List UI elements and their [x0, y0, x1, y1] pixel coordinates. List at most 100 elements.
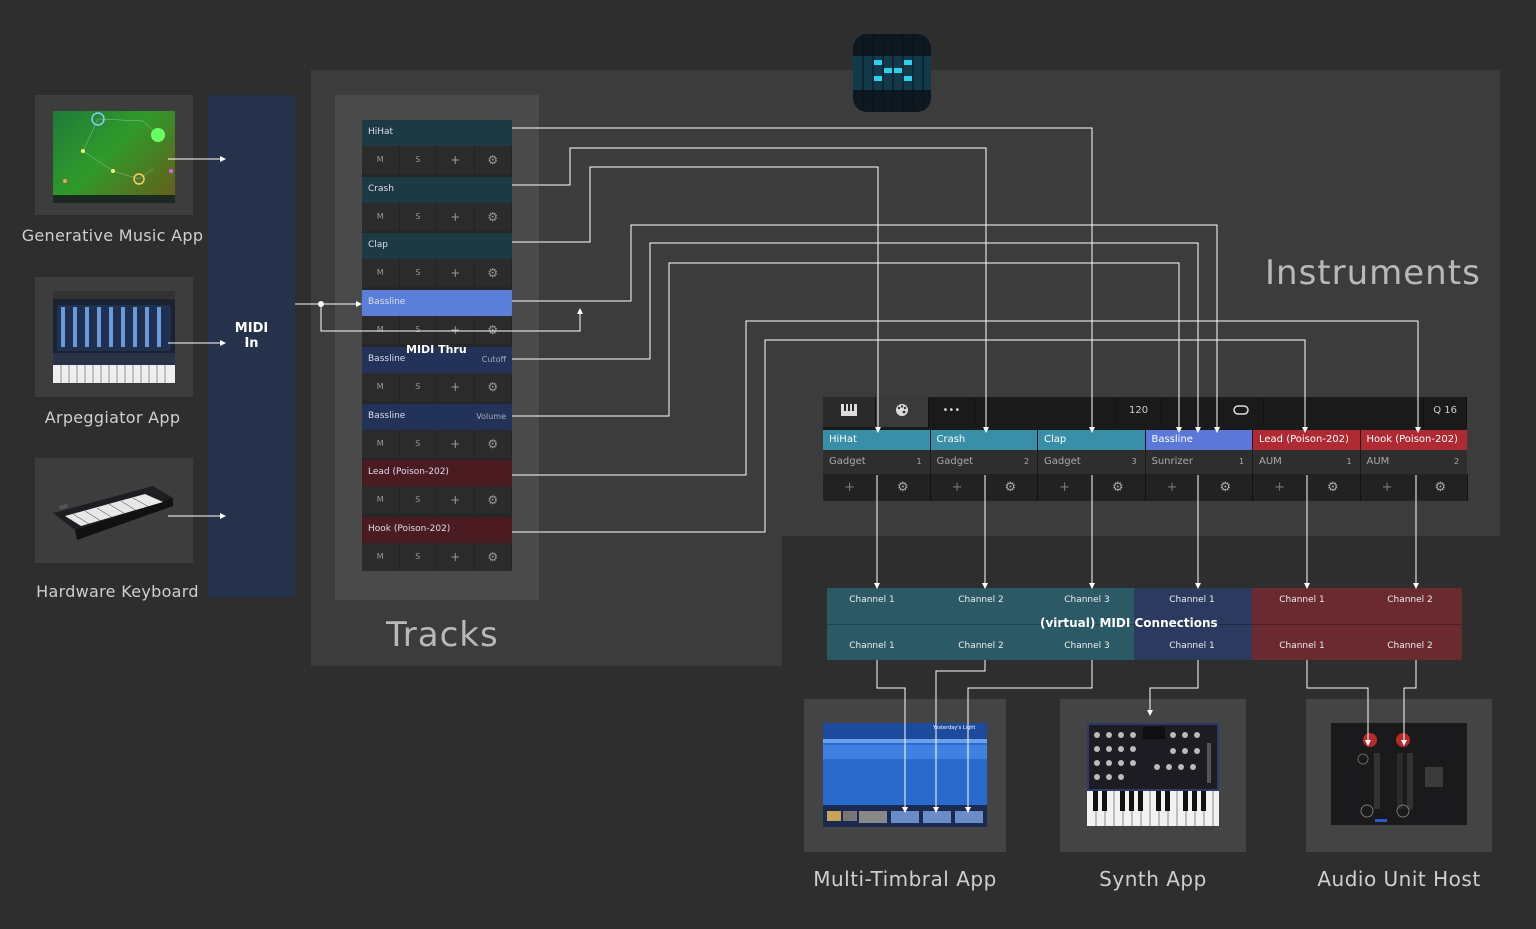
mute-button[interactable]: M	[362, 259, 400, 288]
audio-unit-host-screenshot	[1331, 723, 1467, 825]
settings-icon[interactable]: ⚙	[475, 429, 512, 458]
channel-source-label: Channel 1	[849, 595, 895, 605]
add-button[interactable]: +	[437, 372, 475, 401]
channel-dest-label: Channel 1	[849, 641, 895, 651]
instrument-header[interactable]: Bassline	[1145, 430, 1252, 450]
instrument-channel-number: 1	[1346, 457, 1352, 466]
quantize-button[interactable]: Q 16	[1424, 397, 1467, 427]
generative-app-box	[35, 95, 193, 215]
solo-button[interactable]: S	[400, 259, 437, 288]
multitimbral-app-label: Multi-Timbral App	[813, 867, 997, 891]
mute-button[interactable]: M	[362, 372, 400, 401]
instrument-channel-number: 2	[1024, 457, 1030, 466]
settings-icon[interactable]: ⚙	[475, 486, 512, 515]
settings-icon[interactable]: ⚙	[897, 480, 909, 495]
track-row[interactable]: HiHat	[362, 120, 512, 146]
solo-button[interactable]: S	[400, 372, 437, 401]
track-name: Bassline	[368, 353, 406, 364]
settings-icon[interactable]: ⚙	[475, 146, 512, 174]
add-button[interactable]: +	[437, 486, 475, 515]
mute-button[interactable]: M	[362, 146, 400, 174]
solo-button[interactable]: S	[400, 202, 437, 231]
mute-button[interactable]: M	[362, 542, 400, 571]
settings-icon[interactable]: ⚙	[1219, 480, 1232, 495]
instrument-controls: +⚙	[1145, 474, 1253, 501]
more-button[interactable]: •••	[929, 397, 976, 427]
empty-tool-button[interactable]	[1162, 397, 1220, 427]
settings-icon[interactable]: ⚙	[1434, 480, 1447, 495]
solo-button[interactable]: S	[400, 146, 437, 174]
add-button[interactable]: +	[437, 146, 475, 174]
settings-icon[interactable]: ⚙	[1004, 480, 1017, 495]
hardware-keyboard-icon	[53, 486, 173, 540]
settings-icon[interactable]: ⚙	[475, 542, 512, 571]
track-row[interactable]: Hook (Poison-202)	[362, 516, 512, 543]
mute-button[interactable]: M	[362, 486, 400, 515]
instruments-toolbar: ••• 120 Q 16	[823, 397, 1467, 427]
mute-button[interactable]: M	[362, 429, 400, 458]
add-button[interactable]: +	[1274, 480, 1286, 495]
solo-button[interactable]: S	[400, 542, 437, 571]
track-row[interactable]: Clap	[362, 233, 512, 260]
arpeggiator-app-screenshot	[53, 291, 175, 383]
track-name: Hook (Poison-202)	[368, 523, 451, 534]
channel-dest-label: Channel 3	[1064, 641, 1110, 651]
add-button[interactable]: +	[1381, 480, 1393, 495]
midi-thru-label: MIDI Thru	[406, 343, 467, 356]
settings-icon[interactable]: ⚙	[475, 372, 512, 401]
instrument-header[interactable]: Lead (Poison-202)	[1253, 430, 1360, 450]
track-row[interactable]: Lead (Poison-202)	[362, 460, 512, 487]
midi-in-label: MIDI In	[234, 321, 269, 351]
toolbar-spacer-2	[1264, 397, 1425, 427]
instrument-header[interactable]: Hook (Poison-202)	[1360, 430, 1467, 450]
settings-icon[interactable]: ⚙	[475, 259, 512, 288]
add-button[interactable]: +	[437, 542, 475, 571]
palette-button[interactable]	[875, 397, 929, 427]
add-button[interactable]: +	[437, 429, 475, 458]
instrument-header[interactable]: Crash	[930, 430, 1037, 450]
instruments-label: Instruments	[1265, 253, 1481, 293]
synth-app-box	[1060, 699, 1246, 852]
audio-unit-host-label: Audio Unit Host	[1317, 867, 1481, 891]
add-button[interactable]: +	[1166, 480, 1178, 495]
mute-button[interactable]: M	[362, 202, 400, 231]
solo-button[interactable]: S	[400, 486, 437, 515]
add-button[interactable]: +	[437, 202, 475, 231]
settings-icon[interactable]: ⚙	[475, 202, 512, 231]
connection-divider	[1252, 624, 1462, 625]
add-button[interactable]: +	[437, 259, 475, 288]
hardware-keyboard-label: Hardware Keyboard	[36, 582, 199, 601]
add-button[interactable]: +	[437, 316, 475, 345]
channel-dest-label: Channel 2	[958, 641, 1004, 651]
instrument-header[interactable]: HiHat	[823, 430, 930, 450]
add-button[interactable]: +	[1059, 480, 1071, 495]
keyboard-button[interactable]	[823, 397, 876, 427]
instrument-header[interactable]: Clap	[1038, 430, 1145, 450]
settings-icon[interactable]: ⚙	[1327, 480, 1339, 495]
track-row[interactable]: Crash	[362, 176, 512, 203]
instrument-host: AUM	[1253, 450, 1360, 474]
midi-connection-block	[1252, 588, 1462, 660]
add-button[interactable]: +	[844, 480, 856, 495]
tempo-display[interactable]: 120	[1116, 397, 1163, 427]
loop-button[interactable]	[1219, 397, 1264, 427]
instrument-host: Gadget	[930, 450, 1037, 474]
settings-icon[interactable]: ⚙	[1112, 480, 1124, 495]
channel-dest-label: Channel 2	[1387, 641, 1433, 651]
track-row[interactable]: Bassline	[362, 290, 512, 317]
loop-icon	[1233, 405, 1249, 415]
solo-button[interactable]: S	[400, 316, 437, 345]
solo-button[interactable]: S	[400, 429, 437, 458]
add-button[interactable]: +	[951, 480, 963, 495]
mute-button[interactable]: M	[362, 316, 400, 345]
settings-icon[interactable]: ⚙	[475, 316, 512, 345]
channel-source-label: Channel 1	[1279, 595, 1325, 605]
